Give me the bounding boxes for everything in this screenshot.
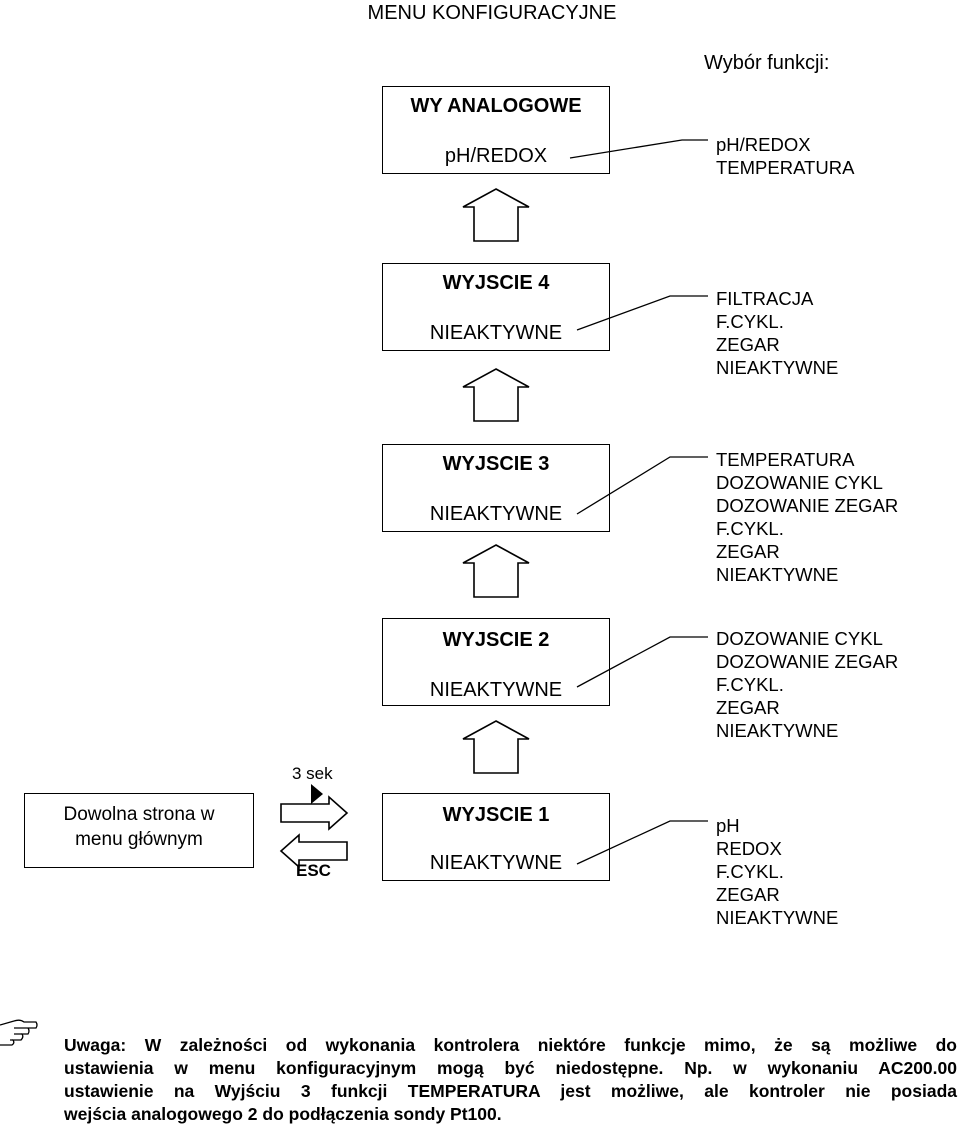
option-item: DOZOWANIE CYKL [716, 472, 883, 493]
option-item: DOZOWANIE ZEGAR [716, 495, 899, 516]
box-value: NIEAKTYWNE [429, 679, 563, 701]
option-item: NIEAKTYWNE [716, 357, 839, 378]
box-value: NIEAKTYWNE [429, 503, 563, 525]
function-choice-label: Wybór funkcji: [704, 52, 830, 74]
box-wyjscie-3[interactable]: WYJSCIE 3 NIEAKTYWNE [382, 444, 610, 532]
options-wyjscie-3: TEMPERATURA DOZOWANIE CYKL DOZOWANIE ZEG… [716, 448, 898, 586]
connector-line [576, 456, 708, 515]
box-wyjscie-4[interactable]: WYJSCIE 4 NIEAKTYWNE [382, 263, 610, 351]
box-heading: WYJSCIE 1 [442, 804, 550, 826]
box-wy-analogowe[interactable]: WY ANALOGOWE pH/REDOX [382, 86, 610, 174]
option-item: NIEAKTYWNE [716, 564, 839, 585]
box-wyjscie-2[interactable]: WYJSCIE 2 NIEAKTYWNE [382, 618, 610, 706]
box-heading: WYJSCIE 4 [442, 272, 550, 294]
main-menu-box[interactable]: Dowolna strona w menu głównym [24, 793, 254, 868]
option-item: pH/REDOX [716, 134, 811, 155]
connector-line [576, 295, 708, 331]
option-item: FILTRACJA [716, 288, 814, 309]
option-item: NIEAKTYWNE [716, 720, 839, 741]
options-wyjscie-2: DOZOWANIE CYKL DOZOWANIE ZEGAR F.CYKL. Z… [716, 627, 898, 742]
option-item: REDOX [716, 838, 782, 859]
box-heading: WYJSCIE 2 [442, 629, 550, 651]
option-item: TEMPERATURA [716, 449, 855, 470]
option-item: TEMPERATURA [716, 157, 855, 178]
connector-line [576, 820, 708, 865]
enter-time-label: 3 sek [292, 764, 333, 783]
arrow-up-icon [462, 368, 530, 422]
box-wyjscie-1[interactable]: WYJSCIE 1 NIEAKTYWNE [382, 793, 610, 881]
note-line: Uwaga: W zależności od wykonania kontrol… [64, 1035, 957, 1055]
play-triangle-icon [311, 784, 323, 804]
box-heading: WY ANALOGOWE [410, 95, 582, 117]
note-text: Uwaga: W zależności od wykonania kontrol… [64, 1034, 957, 1126]
option-item: F.CYKL. [716, 518, 784, 539]
arrow-up-icon [462, 544, 530, 598]
option-item: ZEGAR [716, 884, 780, 905]
note-line: ustawienie na Wyjściu 3 funkcji TEMPERAT… [64, 1081, 957, 1101]
option-item: F.CYKL. [716, 861, 784, 882]
options-wyjscie-1: pH REDOX F.CYKL. ZEGAR NIEAKTYWNE [716, 814, 838, 929]
option-item: F.CYKL. [716, 674, 784, 695]
option-item: pH [716, 815, 740, 836]
esc-label: ESC [296, 861, 331, 880]
arrow-right-icon[interactable] [280, 795, 349, 831]
arrow-up-icon [462, 720, 530, 774]
note-line: wejścia analogowego 2 do podłączenia son… [64, 1104, 502, 1124]
option-item: ZEGAR [716, 541, 780, 562]
box-value: NIEAKTYWNE [429, 322, 563, 344]
option-item: DOZOWANIE ZEGAR [716, 651, 899, 672]
option-item: F.CYKL. [716, 311, 784, 332]
option-item: ZEGAR [716, 697, 780, 718]
box-heading: WYJSCIE 3 [442, 453, 550, 475]
main-menu-line-2: menu głównym [75, 829, 203, 850]
options-wy-analogowe: pH/REDOX TEMPERATURA [716, 133, 854, 179]
options-wyjscie-4: FILTRACJA F.CYKL. ZEGAR NIEAKTYWNE [716, 287, 838, 379]
box-value: pH/REDOX [444, 145, 548, 167]
note-line: ustawienia w menu konfiguracyjnym mogą b… [64, 1058, 957, 1078]
option-item: DOZOWANIE CYKL [716, 628, 883, 649]
option-item: NIEAKTYWNE [716, 907, 839, 928]
page-title: MENU KONFIGURACYJNE [367, 2, 617, 24]
main-menu-line-1: Dowolna strona w [63, 804, 215, 825]
pointing-hand-icon [0, 1019, 38, 1046]
arrow-left-icon[interactable] [279, 833, 348, 869]
box-value: NIEAKTYWNE [429, 852, 563, 874]
connector-line [576, 636, 708, 688]
option-item: ZEGAR [716, 334, 780, 355]
arrow-up-icon [462, 188, 530, 242]
connector-line [569, 139, 708, 159]
